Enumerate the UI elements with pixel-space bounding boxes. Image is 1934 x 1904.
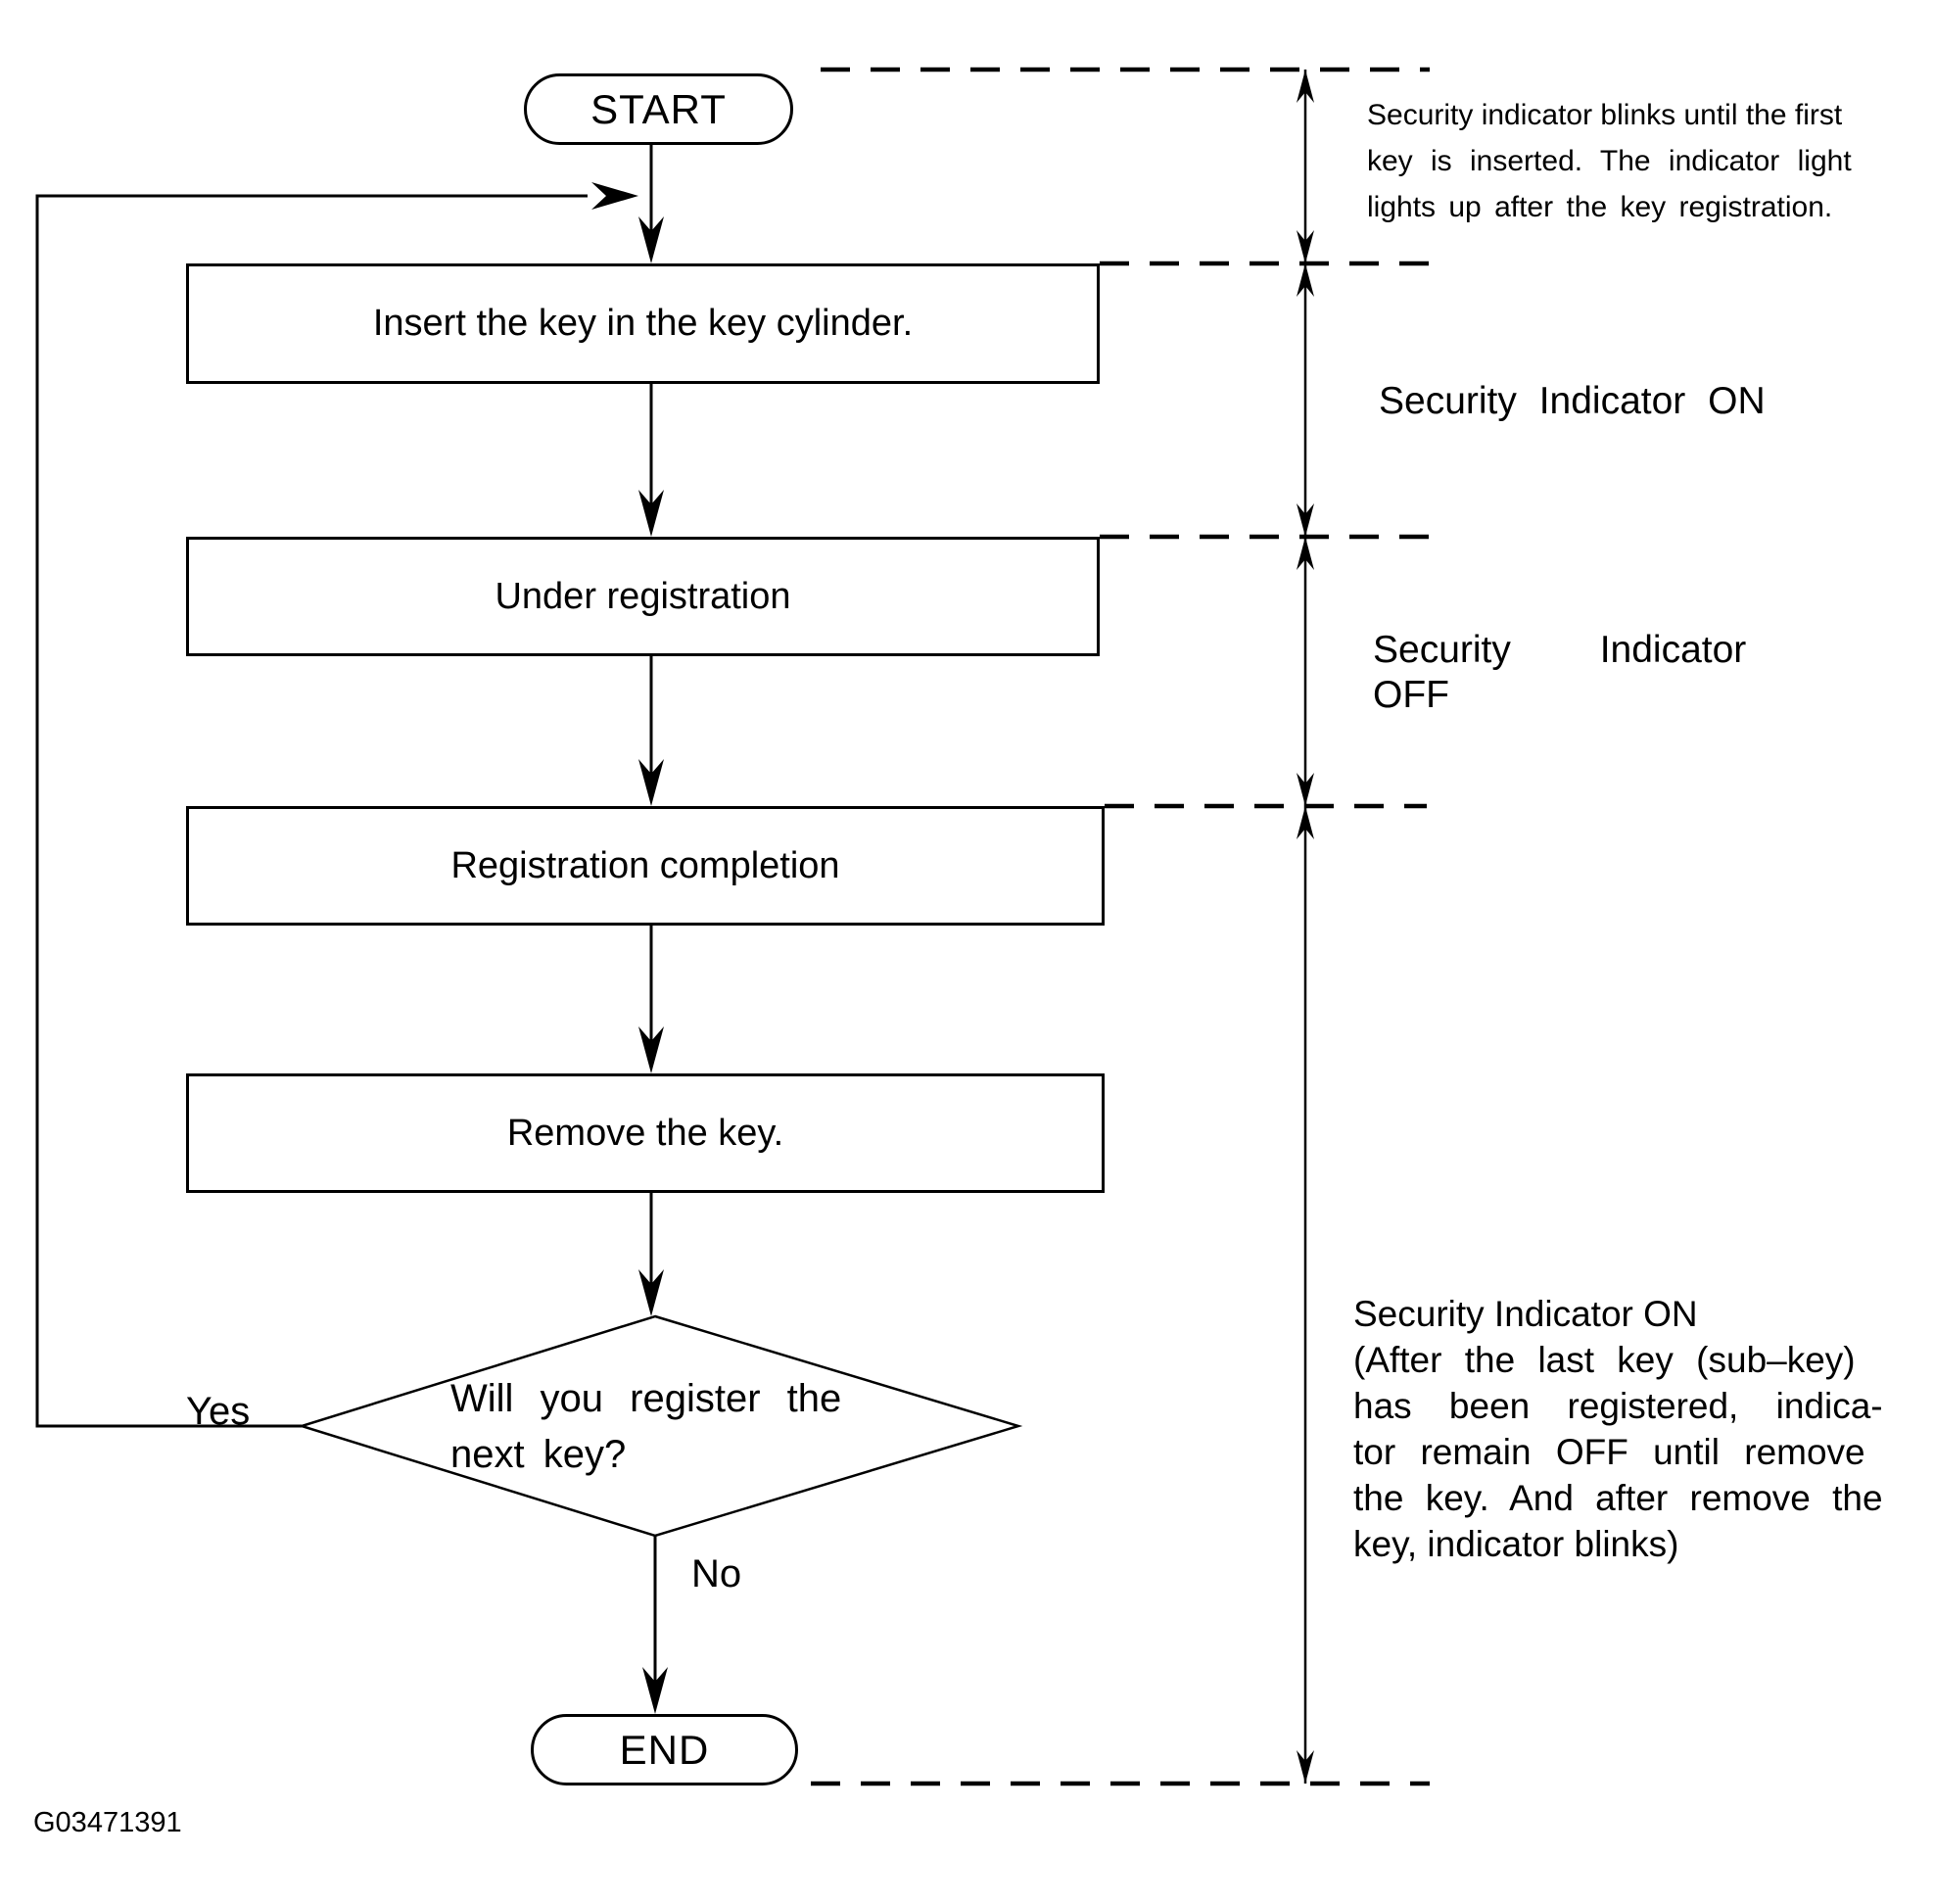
decision-question: Will you register the next key? <box>450 1371 841 1483</box>
arrow-down-icon <box>638 759 664 806</box>
annotation-blink-phase: Security indicator blinks until the firs… <box>1367 92 1852 230</box>
annotation-line: OFF <box>1373 674 1449 716</box>
arrow-down-icon <box>1297 230 1314 263</box>
no-branch-label: No <box>691 1552 742 1595</box>
yes-branch-label: Yes <box>186 1390 251 1433</box>
annotation-line: the key. And after remove the <box>1353 1478 1883 1518</box>
decision-question-line: next key? <box>450 1433 627 1476</box>
arrow-right-icon <box>591 182 638 210</box>
annotation-line: Security Indicator ON <box>1379 380 1766 422</box>
arrow-down-icon <box>638 490 664 537</box>
end-node-label: END <box>619 1726 710 1773</box>
annotation-indicator-off: Security Indicator OFF <box>1373 628 1746 718</box>
arrow-down-icon <box>1297 503 1314 537</box>
annotation-line: key is inserted. The indicator light <box>1367 145 1852 177</box>
loop-back-line-yes <box>35 194 588 1428</box>
arrow-down-icon <box>642 1667 668 1714</box>
annotation-line: (After the last key (sub–key) <box>1353 1340 1856 1380</box>
flow-arrowheads <box>591 182 668 1714</box>
annotation-line: key, indicator blinks) <box>1353 1524 1679 1564</box>
decision-diamond <box>297 1314 1023 1538</box>
span-arrowheads <box>1297 70 1314 1784</box>
arrow-down-icon <box>1297 773 1314 806</box>
arrow-down-icon <box>1297 1750 1314 1784</box>
process-box-label: Under registration <box>495 575 791 617</box>
arrow-up-icon <box>1297 70 1314 103</box>
annotation-line: lights up after the key registration. <box>1367 191 1833 223</box>
arrow-up-icon <box>1297 263 1314 297</box>
annotation-line: Security indicator blinks until the firs… <box>1367 99 1843 131</box>
process-box-label: Remove the key. <box>506 1112 784 1154</box>
process-box-registration-completion: Registration completion <box>186 806 1105 926</box>
arrow-down-icon <box>638 1026 664 1073</box>
process-box-label: Insert the key in the key cylinder. <box>372 303 914 344</box>
arrow-down-icon <box>638 1269 664 1316</box>
annotation-indicator-on-long: Security Indicator ON (After the last ke… <box>1353 1291 1883 1567</box>
arrow-up-icon <box>1297 537 1314 570</box>
annotation-line: Security Indicator <box>1373 629 1747 671</box>
annotation-line: Security Indicator ON <box>1353 1294 1698 1334</box>
arrow-up-icon <box>1297 806 1314 839</box>
end-node: END <box>531 1714 798 1785</box>
decision-question-line: Will you register the <box>450 1377 842 1420</box>
process-box-label: Registration completion <box>450 844 840 886</box>
dashed-leader-lines <box>811 67 1430 1786</box>
annotation-indicator-on: Security Indicator ON <box>1379 380 1766 423</box>
process-box-under-registration: Under registration <box>186 537 1100 656</box>
process-box-insert-key: Insert the key in the key cylinder. <box>186 263 1100 384</box>
arrow-down-icon <box>638 216 664 263</box>
figure-code: G03471391 <box>33 1807 182 1838</box>
start-node-label: START <box>590 85 727 132</box>
start-node: START <box>524 73 793 145</box>
annotation-line: has been registered, indica- <box>1353 1386 1883 1426</box>
annotation-line: tor remain OFF until remove <box>1353 1432 1865 1472</box>
process-box-remove-key: Remove the key. <box>186 1073 1105 1193</box>
